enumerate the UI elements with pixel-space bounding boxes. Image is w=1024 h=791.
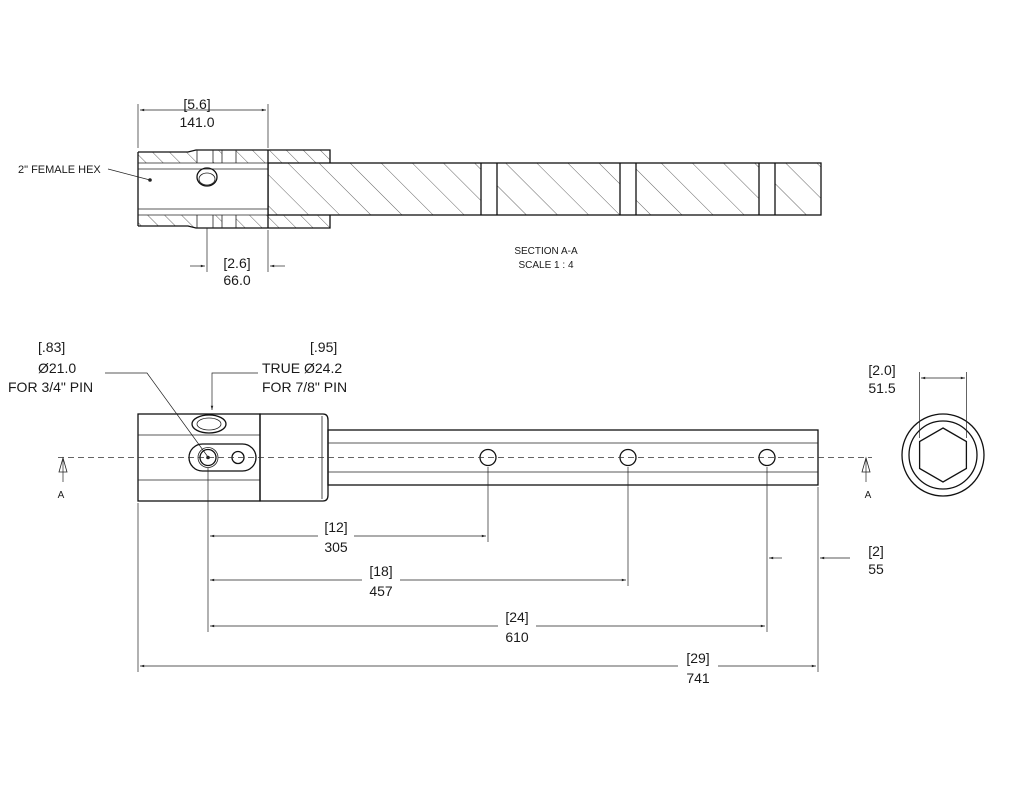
section-marker-right: A [865,490,872,501]
section-marker-left: A [58,490,65,501]
hole-small-note: FOR 3/4" PIN [8,379,93,395]
hole-large-diameter: TRUE Ø24.2 [262,360,342,376]
cross-pin-hole [196,167,218,187]
dim-hole3-bracket: [24] [505,609,528,625]
dim-socket-depth-bracket: [5.6] [183,96,210,112]
dim-pin-offset-bracket: [2.6] [223,255,250,271]
dim-end-value: 55 [868,561,884,577]
dim-overall-value: 741 [686,670,710,686]
end-outer-circle [901,413,985,497]
section-view: [5.6] 141.0 [2.6] 66.0 2" FEMALE HEX SEC… [18,96,822,288]
dim-hole1-bracket: [12] [324,519,347,535]
end-inner-circle [908,420,978,490]
hole-large-bracket: [.95] [310,339,337,355]
dim-hole1-value: 305 [324,539,348,555]
dim-pin-offset-value: 66.0 [223,272,250,288]
dim-hex-bracket: [2.0] [868,362,895,378]
hex-socket-icon [918,427,968,483]
hole-small-bracket: [.83] [38,339,65,355]
shaft-section-hatch [268,163,821,215]
dim-socket-depth-value: 141.0 [179,114,214,130]
pin-hole-large [191,414,227,434]
dim-hole2-bracket: [18] [369,563,392,579]
dim-end-bracket: [2] [868,543,884,559]
end-view: [2.0] 51.5 [868,362,985,497]
dim-overall-bracket: [29] [686,650,709,666]
dim-hole3-value: 610 [505,629,529,645]
female-hex-callout: 2" FEMALE HEX [18,164,101,176]
main-view: A A [.83] Ø21.0 FOR 3/4" PIN [.95] TRUE … [8,339,884,686]
dim-hole2-value: 457 [369,583,393,599]
section-scale: SCALE 1 : 4 [518,260,573,271]
collar [259,413,329,502]
dim-hex-value: 51.5 [868,380,895,396]
section-title: SECTION A-A [514,246,578,257]
hole-large-note: FOR 7/8" PIN [262,379,347,395]
hole-small-diameter: Ø21.0 [38,360,76,376]
